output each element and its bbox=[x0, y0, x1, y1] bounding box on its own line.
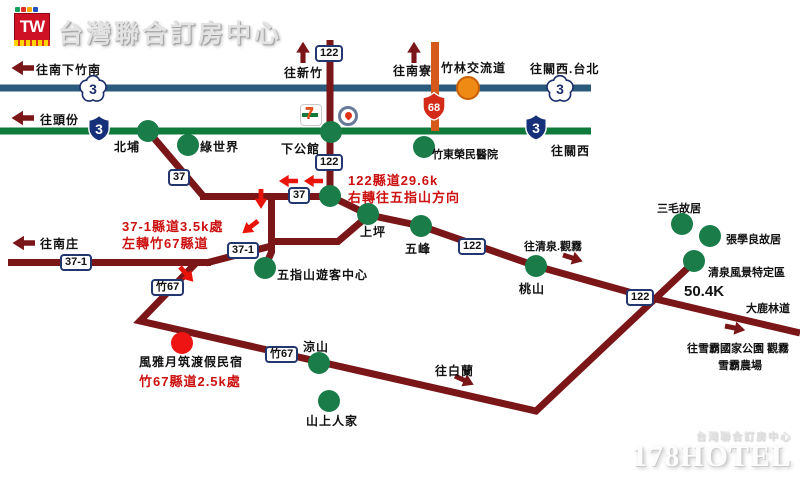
sign-122-mid: 122 bbox=[315, 154, 344, 171]
gas-flame-mark bbox=[343, 110, 354, 121]
sign-zhu67-north: 竹67 bbox=[151, 279, 185, 296]
sign-37-east: 37 bbox=[288, 187, 311, 204]
svg-text:3: 3 bbox=[95, 121, 103, 137]
node-green-world bbox=[177, 134, 199, 156]
label-liangshan: 涼山 bbox=[303, 340, 330, 354]
logo-tw-box: TW bbox=[14, 13, 50, 41]
label-green-world: 綠世界 bbox=[200, 140, 240, 154]
label-wufeng: 五峰 bbox=[405, 242, 432, 256]
node-xiagongguan bbox=[320, 121, 342, 143]
logo-strip bbox=[14, 40, 50, 46]
label-to-zhunan: 往南下竹南 bbox=[36, 63, 102, 77]
arrow-left-zhunan bbox=[11, 60, 35, 76]
sign-122-north: 122 bbox=[315, 45, 344, 62]
node-zhang-xueliang bbox=[699, 225, 721, 247]
label-to-guanxi: 往關西 bbox=[551, 144, 591, 158]
node-junction-122-37 bbox=[319, 185, 341, 207]
arrow-turn-left-1 bbox=[278, 174, 298, 188]
watermark-name: 178HOTEL bbox=[632, 440, 792, 473]
label-to-toufen: 往頭份 bbox=[40, 113, 80, 127]
cpc-gas-station-icon bbox=[338, 106, 358, 126]
node-qingquan-scenic bbox=[683, 250, 705, 272]
note-turn-122-line2: 右轉往五指山方向 bbox=[348, 190, 461, 205]
expressway-68-shield: 68 bbox=[422, 91, 446, 121]
note-turn-122: 122縣道29.6k 右轉往五指山方向 bbox=[348, 172, 460, 206]
label-xueba-farm: 雪霸農場 bbox=[718, 360, 762, 372]
label-to-guanxi-taipei: 往關西.台北 bbox=[530, 62, 600, 76]
label-zhudong-hospital: 竹東榮民醫院 bbox=[432, 149, 498, 161]
label-to-nanliao: 往南寮 bbox=[393, 64, 433, 78]
tw-logo: TW bbox=[13, 7, 53, 49]
seven-eleven-7: 7 bbox=[305, 105, 314, 122]
arrow-up-nanliao bbox=[407, 41, 421, 63]
label-visitor-center: 五指山遊客中心 bbox=[277, 268, 369, 282]
seven-eleven-icon: 7 bbox=[300, 104, 322, 126]
node-liangshan bbox=[308, 352, 330, 374]
note-turn-37-1: 37-1縣道3.5k處 左轉竹67縣道 bbox=[122, 218, 223, 252]
provincial-hwy-3-shield: 3 bbox=[88, 114, 110, 142]
arrow-up-hsinchu bbox=[296, 41, 310, 63]
sign-zhu67-south: 竹67 bbox=[265, 346, 299, 363]
label-50-4k: 50.4K bbox=[684, 283, 725, 300]
node-bnb-destination bbox=[171, 332, 193, 354]
label-dalu-forest-road: 大鹿林道 bbox=[746, 303, 790, 315]
node-sanmao bbox=[671, 213, 693, 235]
seven-eleven-stripe bbox=[302, 113, 318, 117]
national-shield-number: 3 bbox=[89, 81, 97, 97]
label-zhulin-interchange: 竹林交流道 bbox=[441, 61, 507, 75]
watermark: 台灣聯合訂房中心 178HOTEL bbox=[632, 428, 792, 473]
label-zhang-xueliang: 張學良故居 bbox=[726, 234, 781, 246]
national-hwy-3-shield: 3 bbox=[79, 74, 107, 102]
note-turn-122-line1: 122縣道29.6k bbox=[348, 173, 439, 188]
node-visitor-center bbox=[254, 257, 276, 279]
node-wufeng bbox=[410, 215, 432, 237]
watermark-brand: 台灣聯合訂房中心 bbox=[696, 432, 792, 443]
arrow-turn-left-2 bbox=[303, 174, 323, 188]
svg-text:3: 3 bbox=[556, 81, 564, 97]
svg-text:68: 68 bbox=[428, 102, 440, 114]
note-bnb-km: 竹67縣道2.5k處 bbox=[139, 374, 241, 389]
node-beipu bbox=[137, 120, 159, 142]
national-hwy-3-shield-east: 3 bbox=[546, 74, 574, 102]
svg-text:3: 3 bbox=[532, 120, 540, 136]
node-shangping bbox=[357, 203, 379, 225]
note-turn-37-1-line2: 左轉竹67縣道 bbox=[122, 236, 209, 251]
node-taoshan bbox=[525, 255, 547, 277]
sign-122-east: 122 bbox=[626, 289, 655, 306]
sign-37-west: 37 bbox=[168, 169, 191, 186]
label-to-xueba-park: 往雪霸國家公園 觀霧 bbox=[687, 343, 790, 355]
label-taoshan: 桃山 bbox=[519, 282, 546, 296]
node-shanshang-renjia bbox=[318, 390, 340, 412]
road-37-from-beipu bbox=[145, 128, 207, 200]
label-to-nanzhuang: 往南庄 bbox=[40, 237, 80, 251]
node-zhudong-hospital bbox=[413, 136, 435, 158]
label-to-bailan: 往白蘭 bbox=[435, 364, 475, 378]
sign-122-wufeng: 122 bbox=[458, 238, 487, 255]
arrow-left-toufen bbox=[11, 110, 35, 126]
sign-37-1-east: 37-1 bbox=[227, 242, 260, 259]
provincial-hwy-3-shield-east: 3 bbox=[525, 113, 547, 141]
label-shanshang-renjia: 山上人家 bbox=[306, 414, 359, 428]
label-beipu: 北埔 bbox=[114, 140, 141, 154]
arrow-left-nanzhuang bbox=[12, 235, 36, 251]
label-shangping: 上坪 bbox=[360, 225, 387, 239]
arrow-turn-down bbox=[254, 189, 268, 209]
sign-37-1-west: 37-1 bbox=[60, 254, 93, 271]
label-to-qingquan-guanwu: 往清泉.觀霧 bbox=[524, 241, 583, 253]
logo-color-dots bbox=[15, 7, 38, 13]
label-qingquan-scenic: 清泉風景特定區 bbox=[708, 267, 785, 279]
label-to-hsinchu: 往新竹 bbox=[284, 66, 324, 80]
label-sanmao: 三毛故居 bbox=[657, 203, 701, 215]
arrow-turn-downleft bbox=[238, 215, 262, 239]
node-zhulin-interchange bbox=[456, 76, 480, 100]
label-bnb-name: 風雅月筑渡假民宿 bbox=[139, 355, 244, 369]
road-to-visitor-center bbox=[262, 197, 275, 268]
label-xiagongguan: 下公館 bbox=[281, 142, 321, 156]
road-shangping-branch bbox=[271, 212, 372, 245]
page-title: 台灣聯合訂房中心 bbox=[58, 20, 283, 48]
note-turn-37-1-line1: 37-1縣道3.5k處 bbox=[122, 219, 224, 234]
